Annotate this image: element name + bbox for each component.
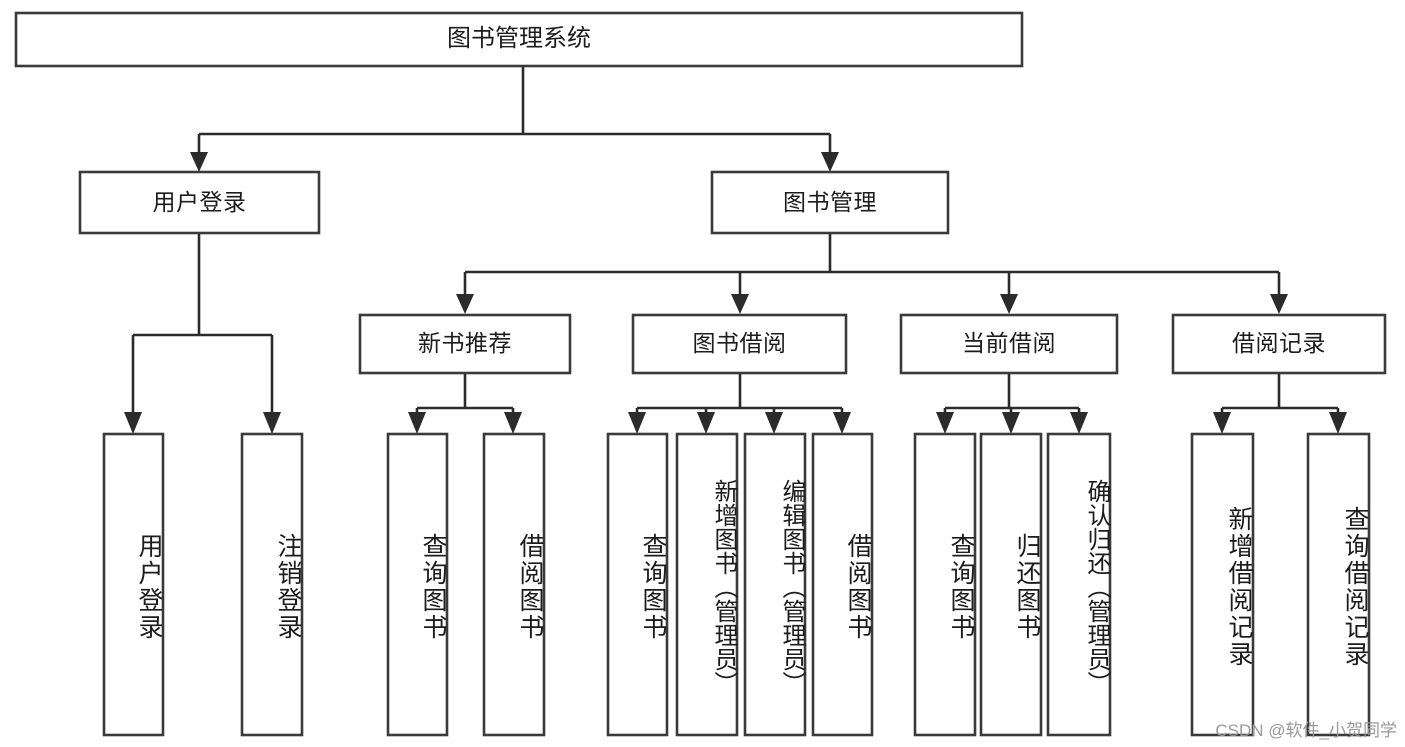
node-user-login[interactable] — [78, 170, 321, 235]
node-leaf-new-book-1[interactable] — [482, 432, 546, 737]
arrow-current-borrow-child2 — [1002, 412, 1020, 434]
connector-layer — [124, 66, 1347, 434]
node-leaf-current-borrow-2[interactable] — [1046, 432, 1112, 737]
node-leaf-book-borrow-1[interactable] — [675, 432, 739, 737]
node-leaf-user-login-1[interactable] — [240, 432, 304, 737]
node-new-book-recommend[interactable] — [358, 313, 572, 375]
arrow-book-borrow-child1 — [628, 412, 646, 434]
arrow-current-borrow-child3 — [1070, 412, 1088, 434]
arrow-to-book-borrow — [731, 294, 749, 314]
arrow-new-book-child2 — [504, 412, 522, 434]
node-borrow-record[interactable] — [1171, 313, 1387, 375]
arrow-user-login-child2 — [263, 412, 281, 434]
node-book-manage[interactable] — [710, 170, 950, 235]
node-leaf-book-borrow-2[interactable] — [743, 432, 807, 737]
arrow-book-borrow-child3 — [765, 412, 783, 434]
node-leaf-user-login-0[interactable] — [102, 432, 165, 737]
node-leaf-book-borrow-3[interactable] — [811, 432, 874, 737]
arrow-borrow-record-child2 — [1329, 412, 1347, 434]
node-root[interactable] — [14, 11, 1024, 68]
node-book-borrow[interactable] — [631, 313, 848, 375]
arrow-to-new-book — [456, 294, 474, 314]
arrow-to-user-login — [190, 152, 208, 172]
node-leaf-current-borrow-0[interactable] — [913, 432, 977, 737]
node-leaf-borrow-record-0[interactable] — [1190, 432, 1255, 737]
arrow-current-borrow-child1 — [936, 412, 954, 434]
node-leaf-borrow-record-1[interactable] — [1306, 432, 1371, 737]
arrow-book-borrow-child4 — [833, 412, 851, 434]
box-layer — [14, 11, 1387, 737]
arrow-book-borrow-child2 — [697, 412, 715, 434]
arrow-borrow-record-child1 — [1213, 412, 1231, 434]
arrow-new-book-child1 — [408, 412, 426, 434]
node-leaf-new-book-0[interactable] — [386, 432, 449, 737]
arrow-to-borrow-record — [1270, 294, 1288, 314]
node-current-borrow[interactable] — [899, 313, 1119, 375]
arrow-to-book-manage — [821, 152, 839, 172]
node-leaf-book-borrow-0[interactable] — [606, 432, 669, 737]
arrow-to-current-borrow — [1000, 294, 1018, 314]
arrow-user-login-child1 — [124, 412, 142, 434]
node-leaf-current-borrow-1[interactable] — [979, 432, 1043, 737]
